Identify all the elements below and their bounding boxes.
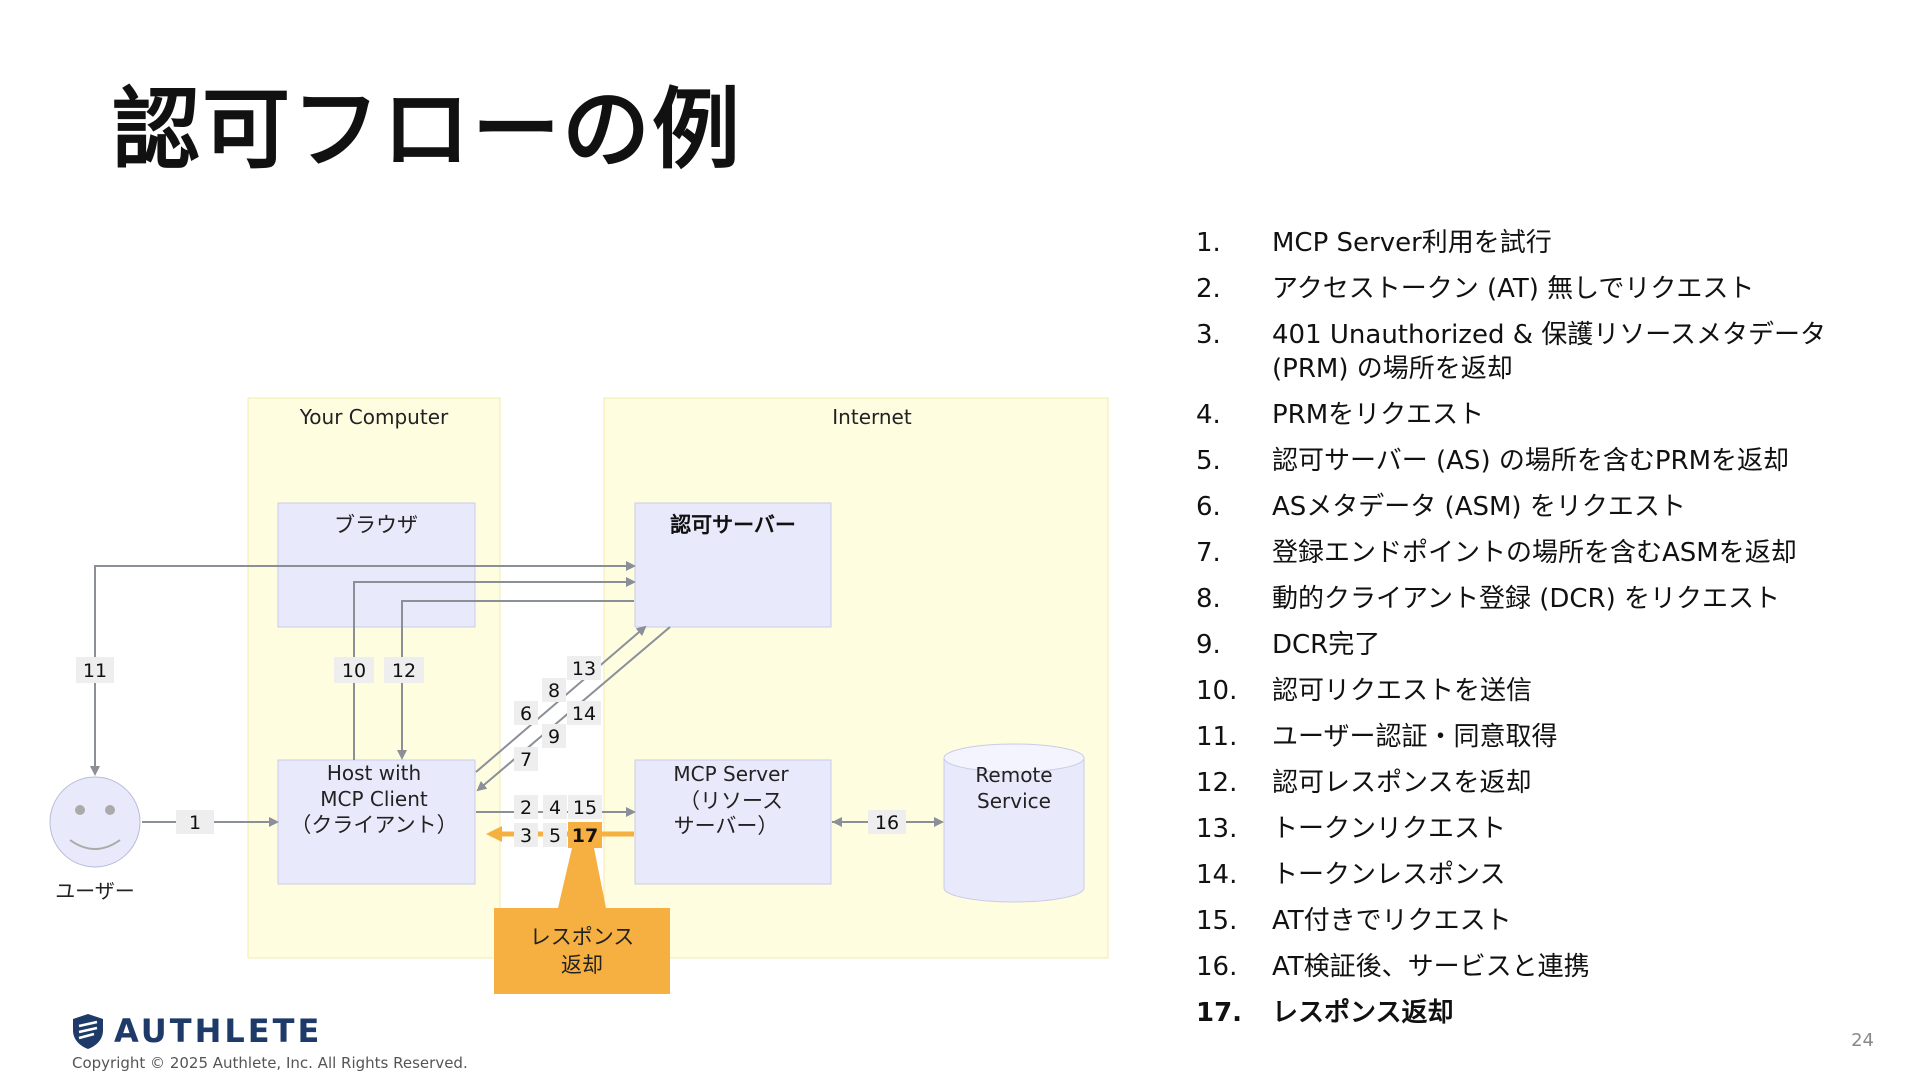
flow-step: 6.ASメタデータ (ASM) をリクエスト xyxy=(1196,492,1686,522)
step-label-2: 2 xyxy=(520,797,532,819)
step-label-group: 1 11 10 12 13 8 6 14 9 7 2 4 15 3 5 17 1 xyxy=(76,656,906,848)
step-label-13: 13 xyxy=(572,658,596,680)
flow-step: 16.AT検証後、サービスと連携 xyxy=(1196,952,1590,982)
step-label-12: 12 xyxy=(392,660,416,682)
authlete-shield-icon xyxy=(73,1014,103,1049)
flow-step: 9.DCR完了 xyxy=(1196,630,1381,660)
host-label-line2: MCP Client xyxy=(320,787,428,811)
flow-step: 15.AT付きでリクエスト xyxy=(1196,906,1512,936)
auth-server-label: 認可サーバー xyxy=(670,513,796,537)
flow-step: 3.401 Unauthorized & 保護リソースメタデータ (PRM) の… xyxy=(1196,320,1826,384)
step-label-9: 9 xyxy=(548,726,560,748)
user-label: ユーザー xyxy=(55,879,135,903)
flow-step-highlighted: 17.レスポンス返却 xyxy=(1196,998,1454,1028)
flow-step: 2.アクセストークン (AT) 無しでリクエスト xyxy=(1196,274,1755,304)
mcp-label-line3: サーバー） xyxy=(674,814,779,838)
flow-step: 1.MCP Server利用を試行 xyxy=(1196,228,1552,258)
step-label-4: 4 xyxy=(549,797,561,819)
step-label-15: 15 xyxy=(573,797,597,819)
flow-step: 10.認可リクエストを送信 xyxy=(1196,676,1533,706)
logo-text: AUTHLETE xyxy=(114,1012,323,1050)
page-number: 24 xyxy=(1851,1030,1874,1051)
step-label-16: 16 xyxy=(875,812,899,834)
flow-step: 12.認可レスポンスを返却 xyxy=(1196,768,1532,798)
flow-step-list: 1.MCP Server利用を試行 2.アクセストークン (AT) 無しでリクエ… xyxy=(1196,226,1896,1042)
remote-service-cylinder xyxy=(943,743,1085,903)
step-label-5: 5 xyxy=(549,825,561,847)
authorization-flow-diagram: Your Computer Internet ブラウザ 認可サーバー Host … xyxy=(49,397,1109,994)
host-client-box xyxy=(277,759,476,885)
arrow-12 xyxy=(397,600,634,760)
step-label-10: 10 xyxy=(342,660,366,682)
flow-step: 4.PRMをリクエスト xyxy=(1196,400,1485,430)
mcp-server-box xyxy=(634,759,832,885)
authlete-logo: AUTHLETE xyxy=(70,1012,322,1050)
host-label-line1: Host with xyxy=(327,761,421,785)
internet-label: Internet xyxy=(832,405,912,429)
slide-title: 認可フローの例 xyxy=(112,78,743,181)
flow-step: 11.ユーザー認証・同意取得 xyxy=(1196,722,1558,752)
step-label-1: 1 xyxy=(189,812,201,834)
callout-line2: 返却 xyxy=(561,953,603,977)
response-callout xyxy=(494,848,670,994)
step-label-17: 17 xyxy=(572,825,598,847)
arrow-10 xyxy=(353,577,636,760)
remote-label-line1: Remote xyxy=(975,763,1052,787)
step-label-8: 8 xyxy=(548,680,560,702)
user-icon xyxy=(49,776,141,868)
flow-step: 7.登録エンドポイントの場所を含むASMを返却 xyxy=(1196,538,1797,568)
flow-step: 8.動的クライアント登録 (DCR) をリクエスト xyxy=(1196,584,1781,614)
step-label-6: 6 xyxy=(520,703,532,725)
host-label-line3: （クライアント） xyxy=(290,813,457,837)
remote-label-line2: Service xyxy=(977,789,1051,813)
step-label-11: 11 xyxy=(83,660,107,682)
mcp-label-line2: （リソース xyxy=(679,789,783,813)
flow-step: 13.トークンリクエスト xyxy=(1196,814,1507,844)
step-label-7: 7 xyxy=(520,749,532,771)
flow-step: 14.トークンレスポンス xyxy=(1196,860,1506,890)
auth-server-box xyxy=(634,502,832,628)
callout-line1: レスポンス xyxy=(530,925,635,949)
step-label-14: 14 xyxy=(572,703,596,725)
step-label-3: 3 xyxy=(520,825,532,847)
flow-step: 5.認可サーバー (AS) の場所を含むPRMを返却 xyxy=(1196,446,1790,476)
browser-label: ブラウザ xyxy=(334,513,418,537)
copyright-notice: Copyright © 2025 Authlete, Inc. All Righ… xyxy=(72,1054,468,1072)
mcp-label-line1: MCP Server xyxy=(673,762,789,786)
your-computer-label: Your Computer xyxy=(299,405,449,429)
